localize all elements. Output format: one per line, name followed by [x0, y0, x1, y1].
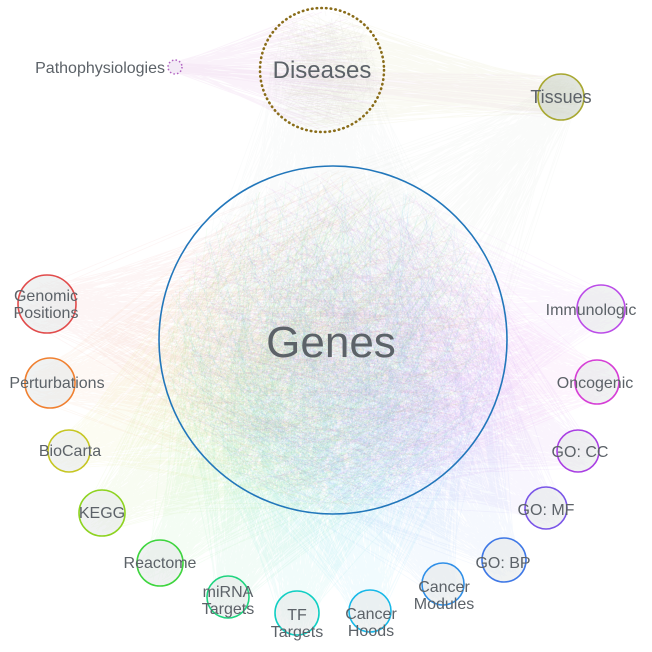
oncogenic-circle[interactable]: [574, 359, 620, 405]
reactome-circle[interactable]: [136, 539, 184, 587]
node-biocarta[interactable]: [47, 429, 91, 473]
node-go_bp[interactable]: [481, 537, 527, 583]
edge-bundle-reactome-genes: [140, 185, 499, 583]
genes-circle[interactable]: [158, 165, 508, 515]
go_cc-circle[interactable]: [556, 429, 600, 473]
label-genes: Genes: [266, 318, 396, 367]
perturbations-circle[interactable]: [24, 357, 76, 409]
node-genomic_positions[interactable]: [17, 274, 77, 334]
immunologic-circle[interactable]: [576, 284, 626, 334]
cancer_modules-circle[interactable]: [421, 562, 465, 606]
edge-bundle-diseases-diseases: [262, 10, 383, 130]
edge-bundle-tissues-diseases: [265, 11, 579, 130]
edge-bundle-kegg-genes: [82, 174, 493, 533]
label-immunologic: Immunologic: [546, 302, 637, 319]
node-kegg[interactable]: [78, 489, 126, 537]
label-go_cc: GO: CC: [552, 444, 609, 461]
edge-bundle-pathophysiologies-diseases: [168, 11, 381, 130]
kegg-circle[interactable]: [78, 489, 126, 537]
edge-bundle-go_mf-genes: [182, 180, 565, 527]
nodes: [17, 6, 626, 636]
edge-bundle-pathophysiologies-tissues: [169, 62, 582, 120]
label-go_bp: GO: BP: [475, 555, 530, 572]
mirna_targets-circle[interactable]: [206, 575, 250, 619]
node-cancer_modules[interactable]: [421, 562, 465, 606]
node-mirna_targets[interactable]: [206, 575, 250, 619]
edge-bundle-cancer_modules-genes: [177, 175, 495, 602]
node-perturbations[interactable]: [24, 357, 76, 409]
go_bp-circle[interactable]: [481, 537, 527, 583]
edge-bundle-genes-genes: [163, 169, 501, 508]
go_mf-circle[interactable]: [524, 486, 568, 530]
edge-bundle-go_bp-genes: [165, 184, 523, 580]
node-oncogenic[interactable]: [574, 359, 620, 405]
label-tissues: Tissues: [530, 87, 591, 107]
pathophysiologies-circle[interactable]: [167, 59, 183, 75]
label-pathophysiologies: Pathophysiologies: [35, 60, 165, 77]
node-genes[interactable]: [158, 165, 508, 515]
node-go_mf[interactable]: [524, 486, 568, 530]
edge-bundles: [23, 10, 622, 632]
edge-bundle-tissues-genes: [171, 77, 581, 503]
node-go_cc[interactable]: [556, 429, 600, 473]
edge-bundle-genomic_positions-genes: [23, 171, 501, 508]
diseases-circle[interactable]: [258, 6, 386, 134]
edge-bundle-perturbations-genes: [29, 170, 491, 506]
node-labels: Genes Diseases PathophysiologiesTissuesGen…: [9, 57, 636, 641]
node-cancer_hoods[interactable]: [348, 589, 392, 633]
biocarta-circle[interactable]: [47, 429, 91, 473]
node-reactome[interactable]: [136, 539, 184, 587]
node-diseases[interactable]: [258, 6, 386, 134]
node-pathophysiologies[interactable]: [167, 59, 183, 75]
edge-bundle-go_cc-genes: [177, 175, 596, 502]
edge-bundle-tf_targets-genes: [167, 190, 500, 632]
tf_targets-circle[interactable]: [274, 590, 320, 636]
label-perturbations: Perturbations: [9, 375, 104, 392]
label-diseases: Diseases: [273, 57, 372, 84]
node-tf_targets[interactable]: [274, 590, 320, 636]
genomic_positions-circle[interactable]: [17, 274, 77, 334]
edge-bundle-cancer_hoods-genes: [166, 176, 501, 629]
node-tissues[interactable]: [537, 73, 585, 121]
cancer_hoods-circle[interactable]: [348, 589, 392, 633]
label-biocarta: BioCarta: [39, 443, 101, 460]
label-reactome: Reactome: [124, 555, 197, 572]
tissues-circle[interactable]: [537, 73, 585, 121]
label-go_mf: GO: MF: [518, 502, 575, 519]
node-immunologic[interactable]: [576, 284, 626, 334]
edge-bundle-biocarta-genes: [51, 173, 491, 506]
label-kegg: KEGG: [79, 505, 125, 522]
edge-bundle-mirna_targets-genes: [167, 181, 492, 616]
label-oncogenic: Oncogenic: [557, 375, 634, 392]
edge-bundle-oncogenic-genes: [174, 172, 616, 506]
